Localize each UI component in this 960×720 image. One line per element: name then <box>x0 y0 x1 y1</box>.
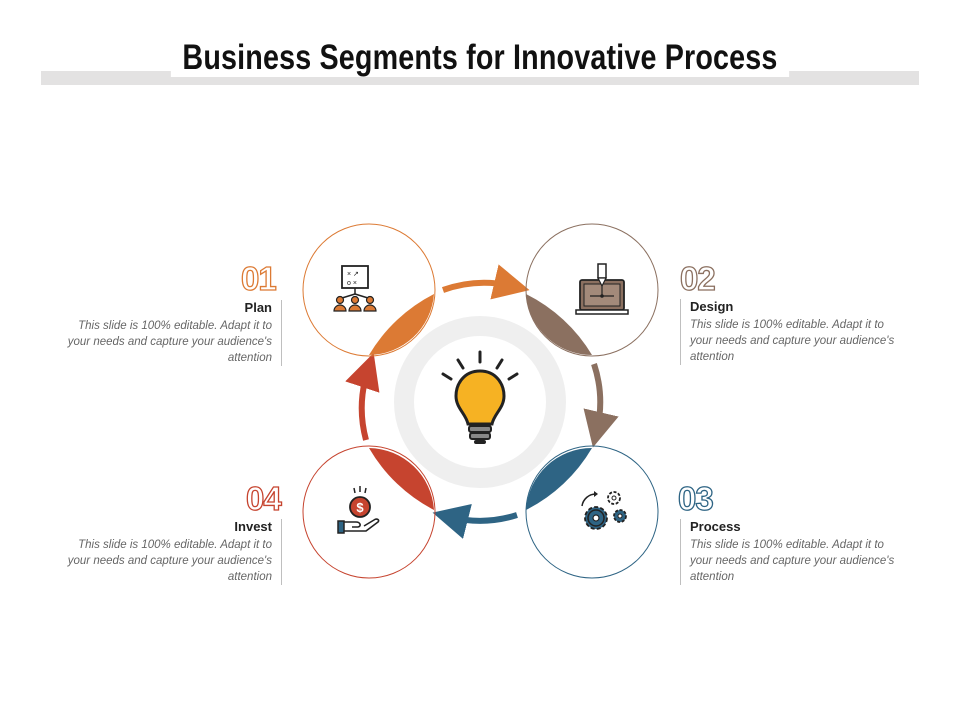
segment-number-02: 02 <box>679 259 716 297</box>
svg-text:× ↗: × ↗ <box>347 271 359 278</box>
arrow-plan-to-design <box>441 264 530 300</box>
process-label: Process <box>690 519 741 534</box>
design-description: This slide is 100% editable. Adapt it to… <box>690 319 895 363</box>
process-description: This slide is 100% editable. Adapt it to… <box>690 539 895 583</box>
arrow-invest-to-plan <box>345 352 380 441</box>
segment-process <box>525 445 659 579</box>
hand-dollar-coin-icon: $ <box>337 486 380 534</box>
process-wedge <box>526 447 592 510</box>
segment-number-01: 01 <box>240 259 277 297</box>
invest-wedge <box>369 448 434 510</box>
svg-text:$: $ <box>356 500 364 515</box>
design-text-block: Design This slide is 100% editable. Adap… <box>680 299 905 365</box>
design-wedge <box>526 294 592 356</box>
segment-design <box>525 223 659 357</box>
invest-description: This slide is 100% editable. Adapt it to… <box>67 539 272 583</box>
plan-label: Plan <box>244 300 272 315</box>
segment-invest <box>302 445 436 579</box>
lightbulb-icon <box>441 350 519 444</box>
process-circle <box>525 445 659 579</box>
design-label: Design <box>690 299 734 314</box>
arrow-process-to-invest <box>432 503 518 539</box>
page-title: Business Segments for Innovative Process <box>86 38 873 78</box>
page-title-text: Business Segments for Innovative Process <box>170 38 790 77</box>
segment-number-04: 04 <box>245 479 282 517</box>
invest-label: Invest <box>234 519 272 534</box>
svg-text:o ×: o × <box>347 280 357 287</box>
segment-number-03: 03 <box>677 479 714 517</box>
plan-description: This slide is 100% editable. Adapt it to… <box>67 320 272 364</box>
laptop-design-pen-icon <box>575 263 629 315</box>
plan-wedge <box>369 294 434 355</box>
arrow-design-to-process <box>583 363 619 448</box>
design-circle <box>525 223 659 357</box>
strategy-board-team-icon: × ↗ o × <box>333 265 377 312</box>
segment-plan <box>302 223 436 357</box>
center-ring <box>394 316 566 488</box>
invest-circle <box>302 445 436 579</box>
process-text-block: Process This slide is 100% editable. Ada… <box>680 519 905 585</box>
plan-text-block: Plan This slide is 100% editable. Adapt … <box>57 300 282 366</box>
invest-text-block: Invest This slide is 100% editable. Adap… <box>57 519 282 585</box>
gears-icon <box>581 491 627 530</box>
plan-circle <box>302 223 436 357</box>
